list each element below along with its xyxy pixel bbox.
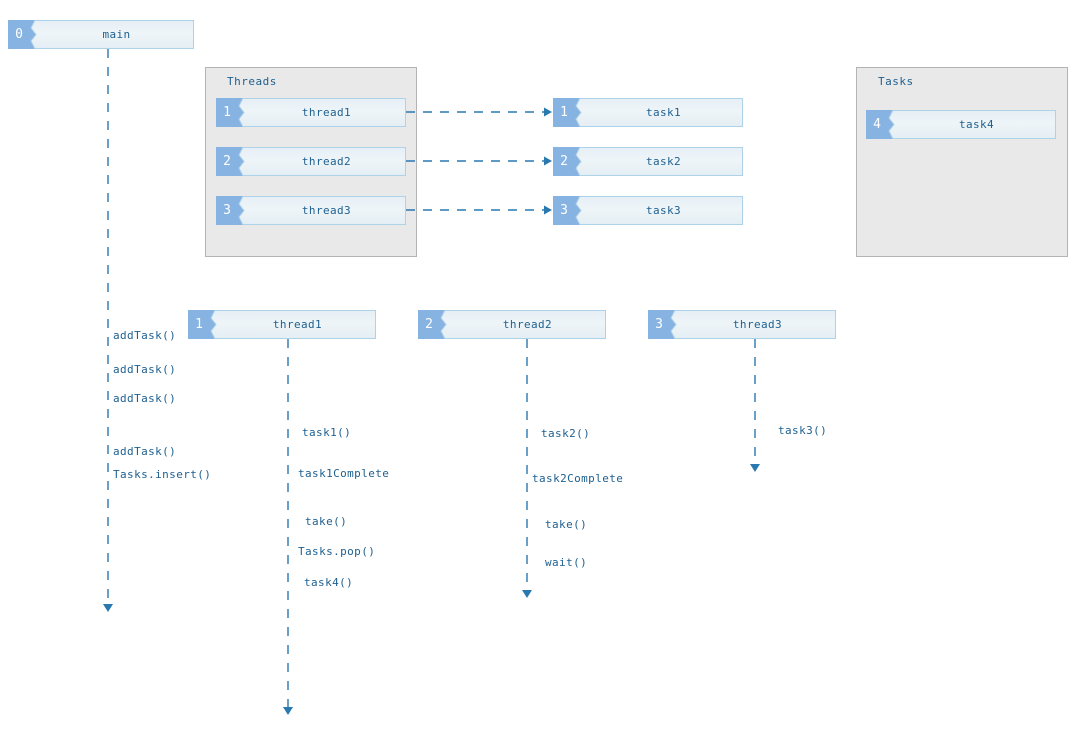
lifeline-index-badge: 1 <box>553 98 575 127</box>
connector-arrow-thread1-to-task1 <box>544 107 552 117</box>
lifeline-box-thread1-mid[interactable]: thread1 1 <box>188 310 376 339</box>
lifeline-box-body: task4 <box>888 110 1056 139</box>
connector-arrow-thread2-to-task2 <box>544 156 552 166</box>
lifeline-index-badge: 2 <box>418 310 440 339</box>
zigzag-separator-icon <box>238 147 250 176</box>
lifeline-box-label: thread3 <box>301 204 352 217</box>
lifeline-box-body: task3 <box>575 196 743 225</box>
message-label: addTask() <box>113 445 177 458</box>
lifeline-index-badge: 3 <box>648 310 670 339</box>
group-title: Tasks <box>878 75 914 88</box>
zigzag-separator-icon <box>440 310 452 339</box>
lifeline-box-main-top[interactable]: main 0 <box>8 20 194 49</box>
connector-arrow-thread3-to-task3 <box>544 205 552 215</box>
lifeline-box-thread1-top[interactable]: thread1 1 <box>216 98 406 127</box>
lifeline-box-body: task1 <box>575 98 743 127</box>
message-label: task4() <box>304 576 354 589</box>
lifeline-box-label: task3 <box>645 204 682 217</box>
lifeline-index-badge: 2 <box>216 147 238 176</box>
zigzag-separator-icon <box>888 110 900 139</box>
lifeline-box-task4[interactable]: task4 4 <box>866 110 1056 139</box>
lifeline-box-body: thread3 <box>238 196 406 225</box>
lifeline-box-body: thread1 <box>210 310 376 339</box>
lifeline-index-badge: 2 <box>553 147 575 176</box>
lifeline-box-task1[interactable]: task1 1 <box>553 98 743 127</box>
message-label: take() <box>545 518 588 531</box>
message-label: task1() <box>302 426 352 439</box>
lifeline-index-badge: 1 <box>216 98 238 127</box>
lifeline-end-arrow-thread1 <box>283 707 293 715</box>
message-label: task1Complete <box>298 467 390 480</box>
group-title: Threads <box>227 75 277 88</box>
lifeline-box-label: task2 <box>645 155 682 168</box>
lifeline-box-body: thread1 <box>238 98 406 127</box>
zigzag-separator-icon <box>30 20 42 49</box>
message-label: Tasks.insert() <box>113 468 212 481</box>
lifeline-box-task3[interactable]: task3 3 <box>553 196 743 225</box>
message-label: wait() <box>545 556 588 569</box>
lifeline-end-arrow-thread2 <box>522 590 532 598</box>
lifeline-box-thread3-top[interactable]: thread3 3 <box>216 196 406 225</box>
lifeline-box-label: thread2 <box>502 318 553 331</box>
lifeline-box-body: thread3 <box>670 310 836 339</box>
message-label: Tasks.pop() <box>298 545 376 558</box>
lifeline-end-arrow-thread3 <box>750 464 760 472</box>
zigzag-separator-icon <box>575 147 587 176</box>
lifeline-box-label: main <box>102 28 131 41</box>
zigzag-separator-icon <box>210 310 222 339</box>
lifeline-index-badge: 0 <box>8 20 30 49</box>
lifeline-index-badge: 1 <box>188 310 210 339</box>
lifeline-box-label: thread1 <box>301 106 352 119</box>
message-label: task3() <box>778 424 828 437</box>
zigzag-separator-icon <box>670 310 682 339</box>
lifeline-box-body: thread2 <box>238 147 406 176</box>
lifeline-box-label: thread2 <box>301 155 352 168</box>
lifeline-box-body: main <box>30 20 194 49</box>
lifeline-box-label: thread3 <box>732 318 783 331</box>
lifeline-index-badge: 4 <box>866 110 888 139</box>
message-label: addTask() <box>113 329 177 342</box>
zigzag-separator-icon <box>575 98 587 127</box>
message-label: task2() <box>541 427 591 440</box>
message-label: addTask() <box>113 363 177 376</box>
message-label: addTask() <box>113 392 177 405</box>
group-frame <box>856 67 1068 257</box>
message-label: task2Complete <box>532 472 624 485</box>
lifeline-box-label: thread1 <box>272 318 323 331</box>
lifeline-box-thread3-mid[interactable]: thread3 3 <box>648 310 836 339</box>
lifeline-end-arrow-main <box>103 604 113 612</box>
lifeline-box-thread2-mid[interactable]: thread2 2 <box>418 310 606 339</box>
message-label: take() <box>305 515 348 528</box>
lifeline-box-label: task4 <box>958 118 995 131</box>
lifeline-box-body: thread2 <box>440 310 606 339</box>
lifeline-box-task2[interactable]: task2 2 <box>553 147 743 176</box>
lifeline-box-body: task2 <box>575 147 743 176</box>
zigzag-separator-icon <box>238 196 250 225</box>
zigzag-separator-icon <box>238 98 250 127</box>
lifeline-index-badge: 3 <box>553 196 575 225</box>
lifeline-box-thread2-top[interactable]: thread2 2 <box>216 147 406 176</box>
lifeline-box-label: task1 <box>645 106 682 119</box>
lifeline-index-badge: 3 <box>216 196 238 225</box>
zigzag-separator-icon <box>575 196 587 225</box>
